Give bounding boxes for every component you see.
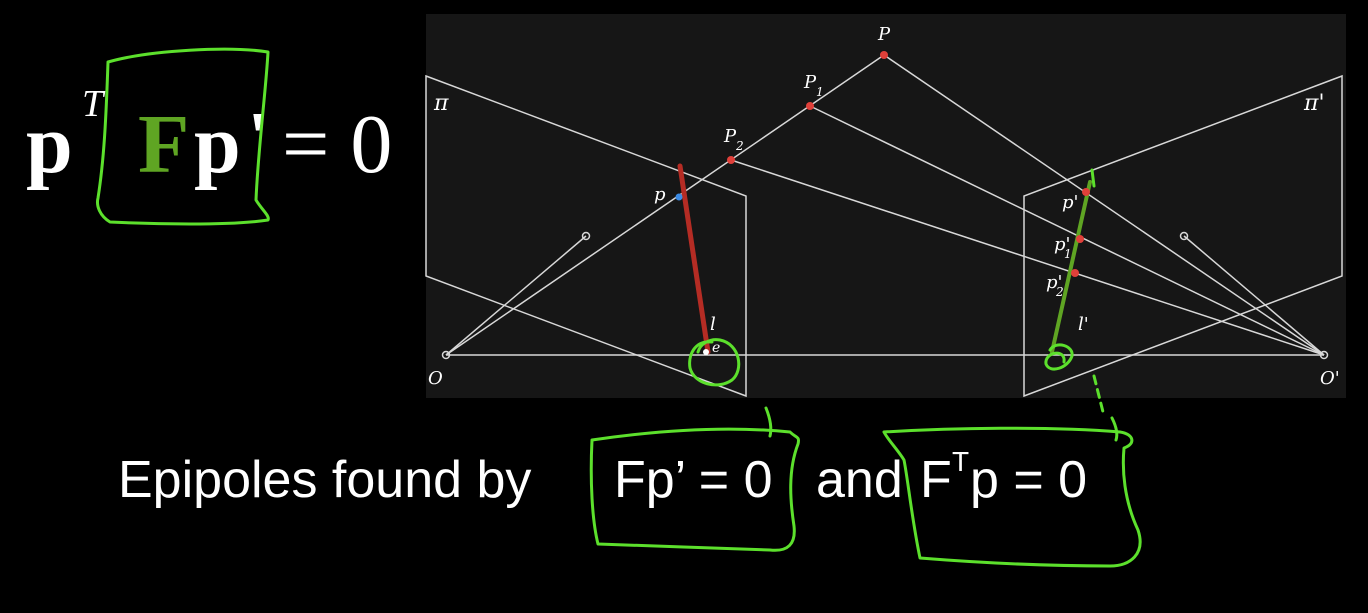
- label-l-prime: l': [1078, 314, 1089, 335]
- label-p2-right-sub: 2: [1055, 285, 1064, 299]
- point-P1: [806, 102, 814, 110]
- epipolar-line-l-prime: [1050, 180, 1092, 354]
- ray-right-P2: [730, 159, 1325, 356]
- eq-p-prime-base: p: [194, 98, 241, 191]
- caption-prefix: Epipoles found by: [118, 451, 532, 509]
- annotation-circle-left-epipole: [688, 338, 741, 387]
- right-image-plane: [1023, 74, 1343, 398]
- point-p: [675, 193, 683, 201]
- label-P2-sub: 2: [735, 139, 744, 153]
- point-P2: [727, 156, 735, 164]
- point-P: [880, 51, 888, 59]
- caption-eq2-F: F: [920, 451, 952, 509]
- label-p: p: [654, 184, 666, 205]
- epipolar-line-l: [677, 163, 711, 355]
- left-image-plane: [425, 74, 747, 398]
- eq-transpose: T: [82, 83, 104, 125]
- caption-eq2-sup: T: [952, 446, 970, 477]
- left-focal-marker: [581, 231, 591, 241]
- label-P2: P: [723, 126, 737, 147]
- caption-eq1: Fp’ = 0: [614, 451, 773, 509]
- ray-right-P1: [809, 105, 1325, 356]
- label-e: e: [712, 340, 720, 356]
- annotation-scribble-right-epipole: [1044, 343, 1074, 371]
- annotation-box-F: [96, 47, 270, 226]
- label-p1-right: p': [1054, 234, 1070, 255]
- label-l: l: [710, 314, 716, 335]
- caption-eq2-rest: p = 0: [970, 451, 1088, 509]
- label-pi-left: π: [433, 91, 449, 116]
- point-p2-right: [1071, 269, 1079, 277]
- eq-p: p: [26, 98, 73, 191]
- label-O: O: [428, 368, 443, 389]
- eq-rhs: = 0: [282, 98, 393, 191]
- annotation-box-eq1: [589, 427, 800, 552]
- eq-fundamental-matrix: F: [138, 98, 190, 191]
- camera-center-O: [441, 350, 451, 360]
- caption-conj: and: [816, 451, 903, 509]
- ray-right-P: [883, 54, 1325, 356]
- right-focal-marker: [1179, 231, 1189, 241]
- label-p-right: p': [1062, 192, 1078, 213]
- label-P1-sub: 1: [816, 85, 824, 99]
- annotation-box-eq2: [882, 426, 1142, 568]
- label-P1: P: [803, 72, 817, 93]
- label-O-prime: O': [1320, 368, 1340, 389]
- label-p2-right: p': [1046, 272, 1062, 293]
- point-p1-right: [1076, 235, 1084, 243]
- point-p-right: [1082, 188, 1090, 196]
- label-p1-right-sub: 1: [1064, 247, 1072, 261]
- epipole-e: [703, 349, 709, 355]
- label-P: P: [877, 24, 891, 45]
- label-pi-right: π': [1303, 91, 1325, 116]
- annotation-line-extension: [1092, 374, 1106, 418]
- ray-left-P: [445, 54, 885, 356]
- camera-center-O-prime: [1319, 350, 1329, 360]
